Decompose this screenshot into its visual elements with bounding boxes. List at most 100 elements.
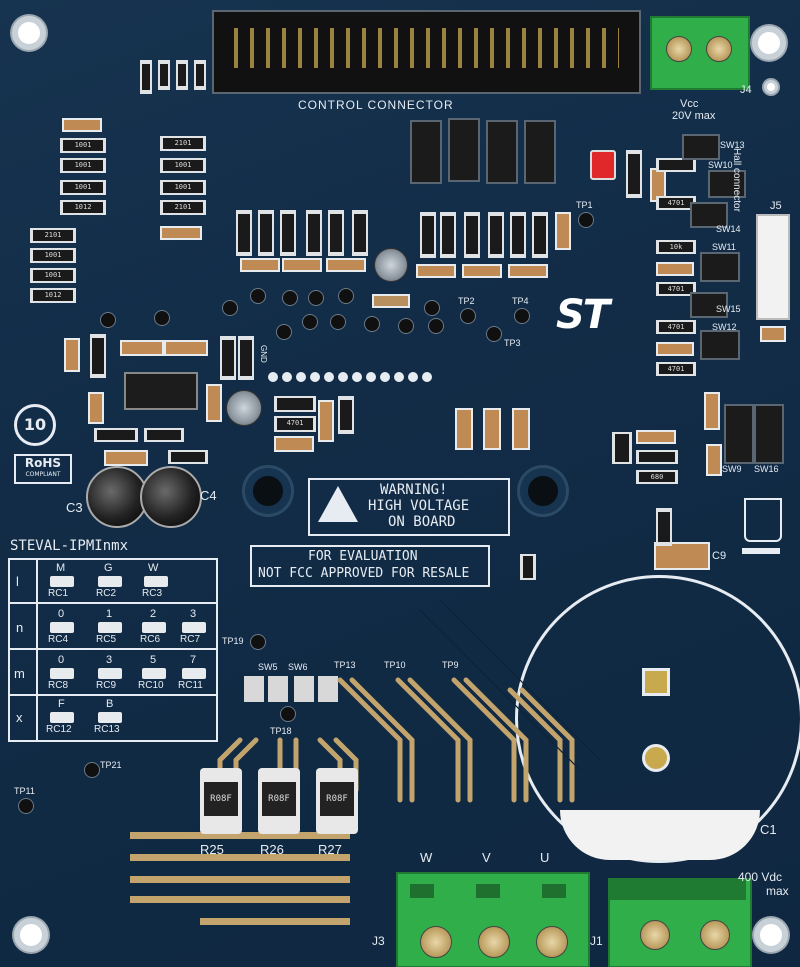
small-hole-1 [764,80,778,94]
testpoint-tp20[interactable] [250,288,266,304]
jumper-header-3[interactable] [486,120,518,184]
switch-sw15[interactable] [690,292,728,318]
compliant-text: COMPLIANT [25,471,61,478]
testpoint-tp26[interactable] [100,312,116,328]
terminal-j4[interactable] [650,16,750,90]
config-pad-rc10[interactable] [142,668,166,679]
resistor-r9 [510,212,526,258]
testpoint-tp21[interactable] [84,762,100,778]
hv-label: 400 Vdc [738,870,783,884]
resistor-r1 [656,508,672,546]
testpoint-tp14[interactable] [338,288,354,304]
config-pad-rc11[interactable] [182,668,206,679]
testpoint-tp25[interactable] [154,310,170,326]
config-cell-m-0-bot: RC8 [48,680,69,691]
switch-sw12[interactable] [700,330,740,360]
testpoint-tp11[interactable] [18,798,34,814]
resistor-r52: 4701 [656,320,696,334]
config-pad-rc6[interactable] [142,622,166,633]
config-pad-rc9[interactable] [98,668,122,679]
phase-w-label: W [420,850,433,865]
shunt-r26: R08F [258,768,300,834]
control-connector[interactable] [212,10,641,94]
testpoint-tp2[interactable] [460,308,476,324]
resistor-r41: 1001 [60,138,106,153]
config-pad-rc5[interactable] [98,622,122,633]
terminal-j3-motor[interactable] [396,872,590,967]
testpoint-tp18-label: TP18 [270,726,292,736]
switch-sw5-label: SW5 [258,662,278,672]
switch-sw6[interactable] [294,676,314,702]
st-logo: ST [555,292,610,338]
switch-sw11[interactable] [700,252,740,282]
testpoint-tp24[interactable] [222,300,238,316]
capacitor-c34 [760,326,786,342]
testpoint-tp15[interactable] [330,314,346,330]
switch-sw7[interactable] [244,676,264,702]
switch-sw8[interactable] [318,676,338,702]
config-pad-rc4[interactable] [50,622,74,633]
switch-sw9[interactable] [724,404,754,464]
switch-sw14[interactable] [690,202,728,228]
switch-sw14-label: SW14 [716,224,741,234]
config-pad-rc8[interactable] [50,668,74,679]
config-pad-rc2[interactable] [98,576,122,587]
config-pad-rc3[interactable] [144,576,168,587]
testpoint-tp21-label: TP21 [100,760,122,770]
testpoint-tp16[interactable] [308,290,324,306]
rohs-mark: RoHS COMPLIANT [14,454,72,484]
testpoint-tp5[interactable] [428,318,444,334]
resistor-r46: 4701 [656,362,696,376]
switch-sw12-label: SW12 [712,322,737,332]
rohs-text: RoHS [24,456,62,470]
capacitor-c28 [62,118,102,132]
testpoint-tp23[interactable] [302,314,318,330]
config-cell-n-1-top: 1 [106,608,113,620]
testpoint-tp1[interactable] [578,212,594,228]
config-cell-l-0-top: M [56,562,66,574]
testpoint-tp7[interactable] [398,318,414,334]
config-pad-rc12[interactable] [50,712,74,723]
phase-u-label: U [540,850,550,865]
jumper-header-1[interactable] [410,120,442,184]
config-pad-rc1[interactable] [50,576,74,587]
switch-sw10[interactable] [708,170,746,198]
testpoint-tp18[interactable] [280,706,296,722]
switch-sw13[interactable] [682,134,720,160]
resistor-r25a [238,336,254,380]
config-pad-rc13[interactable] [98,712,122,723]
testpoint-tp19[interactable] [250,634,266,650]
hall-connector-j5[interactable] [756,214,790,320]
resistor-r45: 4701 [656,282,696,296]
switch-sw16[interactable] [754,404,784,464]
config-cell-m-2-bot: RC10 [138,680,164,691]
resistor-r40: 1001 [60,158,106,173]
hall-connector-label: Hall connector [731,148,742,212]
capacitor-c15 [462,264,502,278]
capacitor-c30 [120,340,164,356]
shunt-r27-label: R27 [318,842,342,857]
testpoint-tp17[interactable] [282,290,298,306]
capacitor-c23 [206,384,222,422]
resistor-r28 [338,396,354,434]
testpoint-tp6[interactable] [424,300,440,316]
config-cell-n-0-top: 0 [58,608,65,620]
testpoint-tp12[interactable] [364,316,380,332]
resistor-r50 [656,158,696,172]
testpoint-tp11-label: TP11 [14,786,35,796]
switch-sw9-label: SW9 [722,464,742,474]
config-pad-rc7[interactable] [182,622,206,633]
capacitor-c9-label: C9 [712,550,727,562]
resistor-r36 [94,428,138,442]
jumper-header-2[interactable] [448,118,480,182]
switch-sw10-label: SW10 [708,160,733,170]
testpoint-tp3[interactable] [486,326,502,342]
ic-u1 [124,372,198,410]
testpoint-tp4[interactable] [514,308,530,324]
testpoint-tp22[interactable] [276,324,292,340]
resistor-r3 [612,432,632,464]
jumper-header-4[interactable] [524,120,556,184]
switch-sw5[interactable] [268,676,288,702]
terminal-hv-input[interactable] [608,878,752,967]
capacitor-c18 [416,264,456,278]
